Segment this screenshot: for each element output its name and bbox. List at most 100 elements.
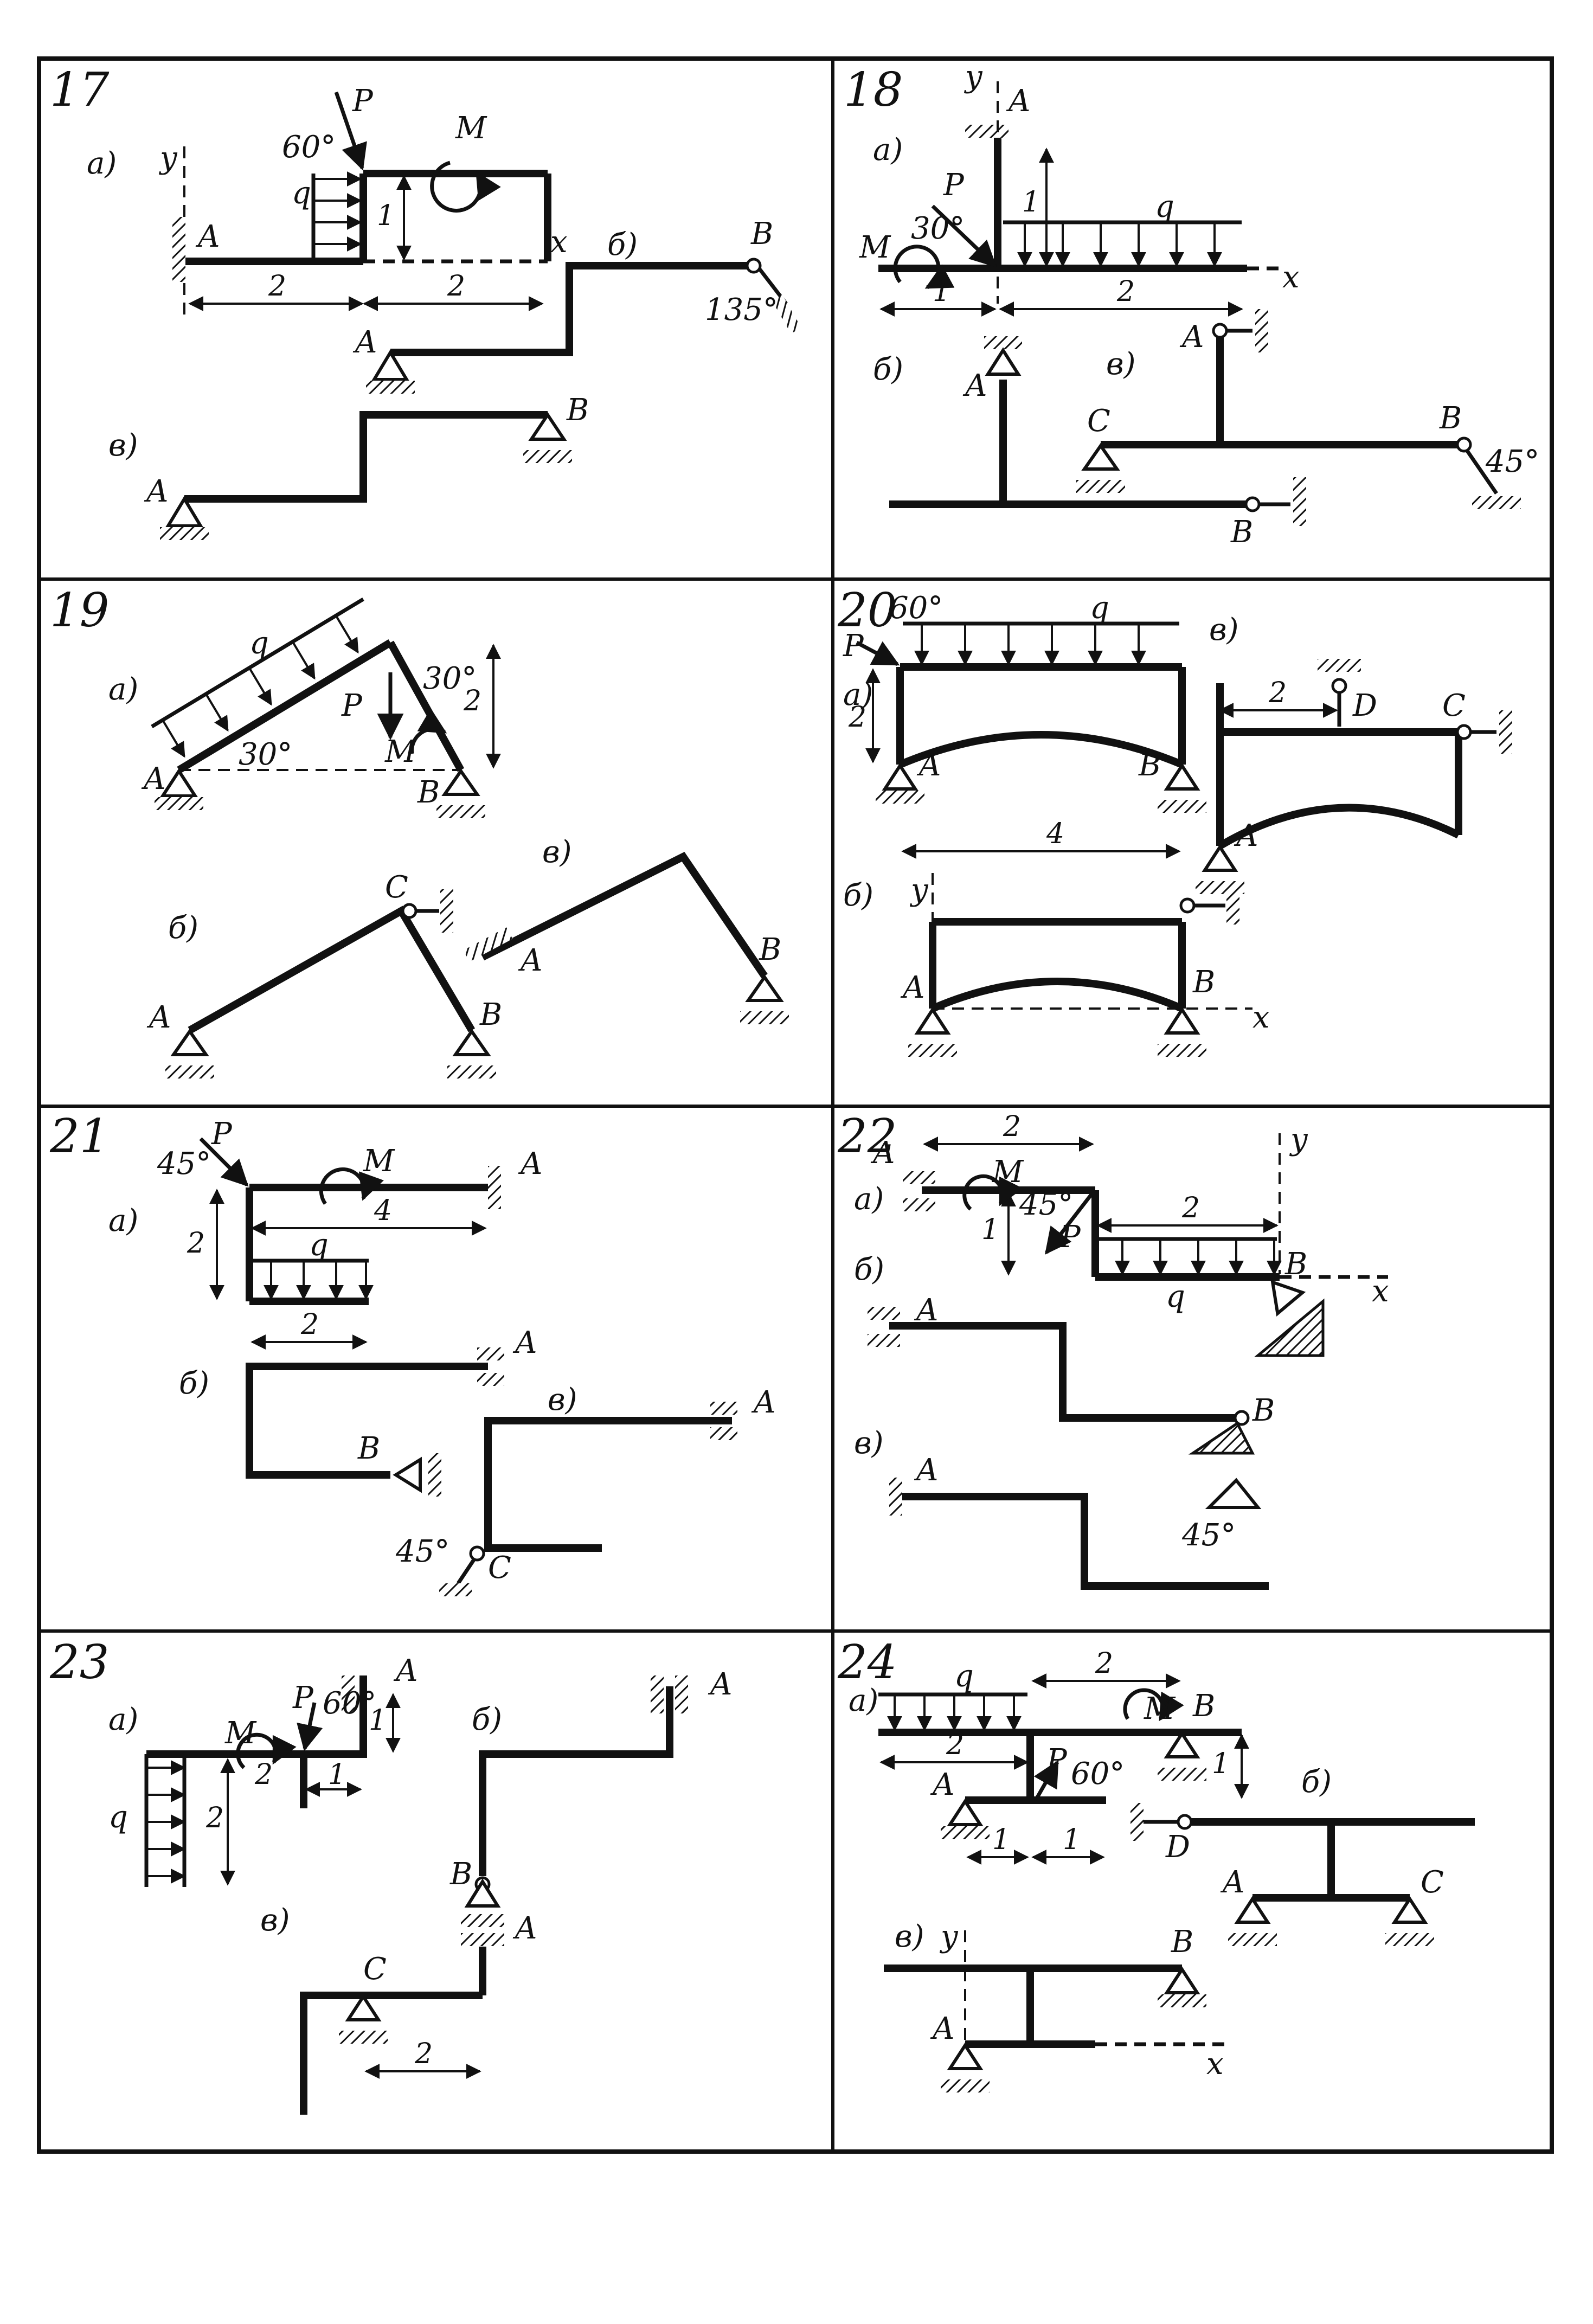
force-p-label: P — [843, 628, 864, 664]
part-a-label: а) — [849, 1683, 878, 1718]
dim-label: 2 — [1181, 1192, 1200, 1224]
angle-label: 60° — [1071, 1756, 1125, 1792]
ground-hatch — [1158, 800, 1206, 813]
part-b-label: б) — [873, 352, 903, 387]
part-v-label: в) — [108, 428, 138, 463]
problem-23: 23 а) б) в) A q 2 P 60° M 2 1 1 A B — [49, 1635, 732, 2115]
load-q-top — [151, 598, 364, 728]
pin-support — [165, 496, 204, 528]
inclined-hatch — [1254, 1298, 1325, 1357]
point-c-label: C — [488, 1550, 511, 1585]
ground-hatch — [339, 2031, 388, 2044]
roller-support — [1391, 1896, 1428, 1924]
ground-hatch — [447, 1065, 496, 1078]
part-b-label: б) — [1301, 1764, 1332, 1800]
angle-label: 45° — [1181, 1518, 1236, 1553]
frame-b — [889, 1322, 1236, 1422]
problem-24: 24 а) б) в) q 2 2 P 60° M B 1 A 1 1 — [837, 1635, 1475, 2092]
ground-hatch — [1228, 1933, 1277, 1946]
problem-number: 17 — [50, 63, 110, 117]
dim-label: 1 — [328, 1758, 346, 1791]
point-a-label: A — [1006, 84, 1030, 119]
dim-label: 1 — [1022, 186, 1040, 219]
dim-label: 2 — [1095, 1647, 1113, 1680]
dim-label: 2 — [300, 1308, 319, 1341]
frame-v — [484, 1417, 732, 1552]
roller-support — [345, 1993, 382, 2021]
frame-b — [479, 1686, 673, 1876]
point-b-label: B — [449, 1857, 472, 1892]
angle-label: 60° — [282, 130, 336, 165]
support-rod — [1465, 449, 1498, 495]
force-p-label: P — [352, 84, 374, 119]
point-a-label: A — [141, 761, 165, 797]
wall-support — [772, 294, 801, 334]
angle-label: 30° — [911, 211, 965, 246]
force-p-arrow — [856, 640, 900, 666]
force-p-arrow — [199, 1137, 249, 1187]
part-b-label: б) — [168, 910, 198, 946]
moment-m-label: M — [455, 111, 487, 146]
dim-label: 1 — [369, 1704, 387, 1737]
slider-hatch — [477, 1373, 504, 1386]
part-b-label: б) — [607, 227, 638, 262]
problem-number: 23 — [49, 1635, 109, 1690]
frame-v — [184, 411, 548, 503]
frame-b — [188, 906, 476, 1034]
axis-y-label: y — [963, 59, 983, 94]
dim-label: 2 — [1116, 275, 1135, 308]
part-a-label: а) — [873, 132, 903, 168]
angle-label: 60° — [889, 590, 943, 626]
part-v-label: в) — [854, 1426, 883, 1461]
point-b-label: B — [1284, 1247, 1307, 1282]
dim-label: 2 — [848, 701, 866, 734]
frame-b — [390, 262, 748, 356]
part-a-label: а) — [87, 146, 117, 181]
part-v-label: в) — [260, 1903, 290, 1938]
point-a-label: A — [916, 748, 941, 783]
dim-label: 1 — [1212, 1748, 1230, 1780]
inclined-hatch — [1188, 1421, 1255, 1455]
ceiling-hatch — [965, 125, 1009, 138]
point-a-label: A — [870, 1135, 895, 1171]
slider-hatch — [868, 1334, 900, 1347]
force-p-label: P — [1046, 1743, 1068, 1778]
point-b-label: B — [1192, 965, 1215, 1000]
ground-hatch — [740, 1011, 789, 1024]
ground-hatch — [1472, 496, 1521, 509]
part-b-label: б) — [843, 878, 873, 913]
axis-x-label: x — [1252, 1000, 1270, 1035]
hinge — [746, 258, 762, 274]
roller-support — [1164, 1730, 1200, 1758]
grid-frame — [37, 56, 1554, 2154]
dim-label: 2 — [205, 1802, 224, 1834]
wall-support — [428, 1453, 441, 1497]
load-q-arrow — [335, 615, 359, 654]
dim-label: 2 — [1003, 1110, 1021, 1143]
point-a-label: A — [962, 368, 987, 403]
force-p-arrow — [1045, 1191, 1094, 1255]
pin-support — [882, 762, 918, 791]
slider-hatch — [868, 1307, 900, 1320]
ground-hatch — [523, 450, 572, 463]
point-b-label: B — [357, 1431, 380, 1466]
load-q-arrow — [292, 641, 316, 680]
point-a-label: A — [512, 1911, 537, 1946]
wall-support — [488, 1166, 501, 1209]
force-p-label: P — [341, 688, 363, 723]
point-b-label: B — [1138, 748, 1161, 783]
dim-label: 2 — [414, 2038, 433, 2070]
problem-17: 17 а) б) в) y A q P 60° M 1 2 2 x — [50, 63, 801, 540]
roller-support — [1164, 1006, 1200, 1035]
ground-hatch — [165, 1065, 214, 1078]
force-p-label: P — [1059, 1219, 1081, 1255]
axis-y-label: y — [939, 1919, 959, 1954]
inclined-support — [1205, 1478, 1262, 1509]
pin-support — [947, 1798, 984, 1826]
load-q-label: q — [309, 1228, 329, 1263]
force-p-arrow — [334, 91, 367, 171]
problem-19: 19 а) б) в) q P 30° M 30° 2 A B C — [50, 583, 789, 1078]
ground-hatch — [366, 381, 415, 394]
angle-label: 135° — [705, 292, 778, 328]
wall-support — [342, 1675, 355, 1713]
